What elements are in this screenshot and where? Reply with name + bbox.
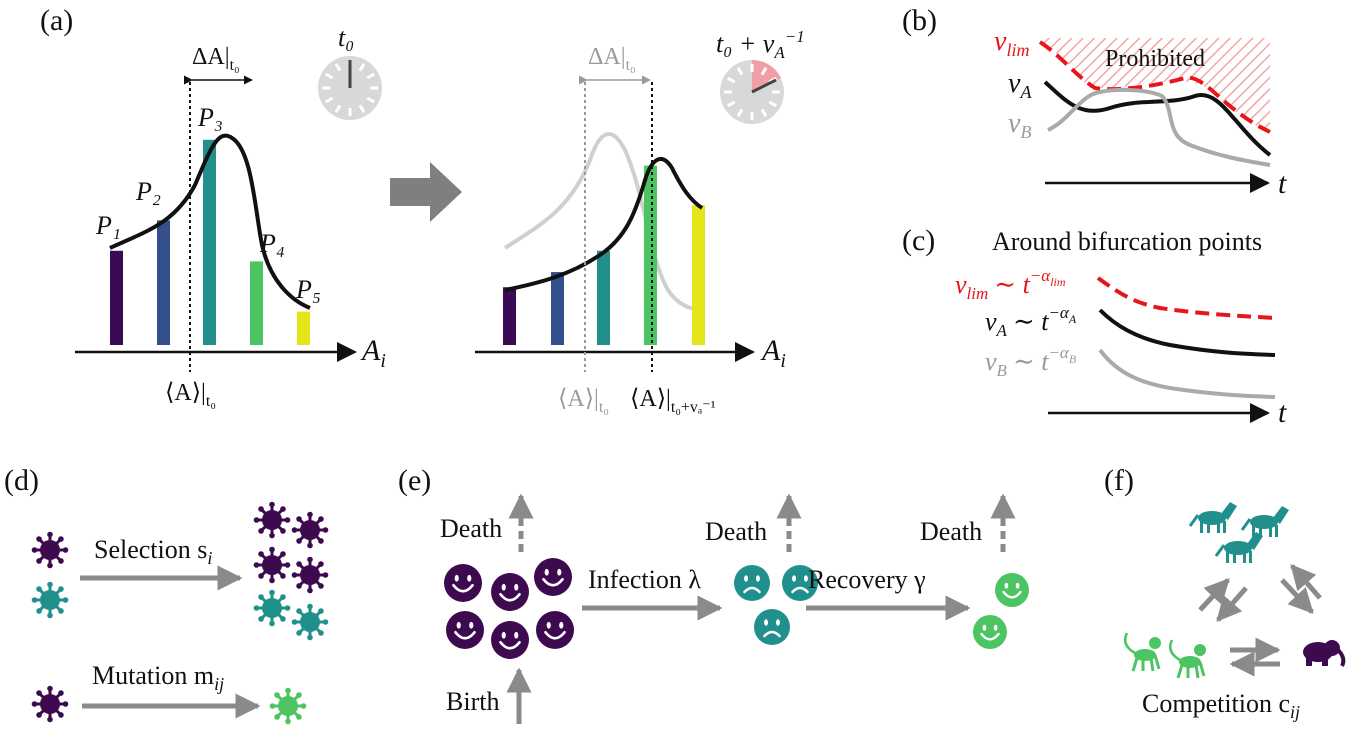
delta-label-right: ΔA|t₀ bbox=[588, 44, 636, 74]
animals-group bbox=[1124, 502, 1346, 679]
p-label-1: P₁ bbox=[95, 211, 121, 240]
panel-label-d: (d) bbox=[4, 464, 39, 497]
va-label-b: vA bbox=[1008, 68, 1032, 102]
panel-label-c: (c) bbox=[902, 224, 935, 257]
mean-label-left: ⟨A⟩|t₀ bbox=[165, 380, 216, 410]
monkey-icon bbox=[1124, 632, 1161, 672]
virus-dark-icon bbox=[31, 531, 69, 569]
recovered-face-icon bbox=[973, 615, 1007, 649]
selection-label: Selection si bbox=[94, 535, 212, 568]
vlim-curve-c bbox=[1096, 276, 1276, 320]
virus-teal-icon bbox=[253, 589, 291, 627]
bars-left-group bbox=[110, 139, 310, 345]
virus-dark-icon bbox=[291, 556, 329, 594]
susceptible-face-icon bbox=[444, 564, 482, 602]
clock-t0-label: t₀ bbox=[338, 23, 354, 52]
virus-dark-icon bbox=[31, 685, 69, 723]
p-label-2: P₂ bbox=[135, 177, 161, 206]
distribution-curve-right bbox=[504, 157, 704, 292]
horse-icon bbox=[1240, 506, 1289, 537]
recovery-label: Recovery γ bbox=[808, 565, 926, 594]
prohibited-label: Prohibited bbox=[1105, 46, 1205, 72]
virus-dark-icon bbox=[291, 511, 329, 549]
p-label-4: P₄ bbox=[259, 229, 285, 258]
virus-teal-icon bbox=[31, 581, 69, 619]
va-curve-c bbox=[1098, 308, 1276, 357]
panel-label-b: (b) bbox=[902, 4, 937, 37]
virus-green-icon bbox=[269, 687, 307, 725]
faces-group bbox=[444, 558, 1029, 659]
bar-left-5 bbox=[297, 311, 310, 345]
vb-label-b: vB bbox=[1008, 108, 1031, 142]
panel-label-f: (f) bbox=[1104, 464, 1134, 497]
infected-face-icon bbox=[782, 565, 818, 601]
virus-dark-icon bbox=[253, 546, 291, 584]
panel-c-title: Around bifurcation points bbox=[992, 227, 1262, 256]
panel-label-e: (e) bbox=[398, 464, 431, 497]
susceptible-face-icon bbox=[534, 558, 572, 596]
virus-group bbox=[31, 501, 329, 725]
monkey-icon bbox=[1169, 639, 1206, 679]
elephant-icon bbox=[1303, 640, 1346, 667]
vb-scaling-c: vB∼ t−αB bbox=[985, 343, 1077, 380]
clock-t0-icon bbox=[318, 56, 382, 120]
vb-curve-c bbox=[1098, 348, 1276, 399]
prohibited-region bbox=[1040, 38, 1270, 132]
va-scaling-c: vA∼ t−αA bbox=[985, 303, 1077, 340]
horse-icon bbox=[1188, 502, 1237, 533]
time-label-b: t bbox=[1278, 167, 1287, 200]
susceptible-face-icon bbox=[446, 611, 484, 649]
axis-label-left: Ai bbox=[360, 334, 386, 372]
clock-t1-label: t₀ + vA−1 bbox=[716, 27, 805, 62]
competition-arrows bbox=[1198, 564, 1322, 677]
bar-right-4 bbox=[644, 165, 657, 345]
bars-right-group bbox=[503, 165, 705, 345]
transition-arrow-icon bbox=[390, 162, 462, 222]
axis-label-right: Ai bbox=[760, 334, 786, 372]
death-label-2: Death bbox=[705, 517, 767, 546]
bar-right-1 bbox=[503, 287, 516, 345]
delta-label-left: ΔA|t₀ bbox=[192, 44, 240, 74]
distribution-curve-left bbox=[109, 133, 311, 310]
vlim-label-b: vlim bbox=[994, 26, 1029, 60]
recovered-face-icon bbox=[995, 573, 1029, 607]
vb-curve-b bbox=[1047, 87, 1271, 167]
virus-teal-icon bbox=[291, 603, 329, 641]
death-label-1: Death bbox=[440, 514, 502, 543]
bar-left-4 bbox=[250, 261, 263, 345]
vlim-curve-b bbox=[1038, 40, 1271, 134]
bar-right-3 bbox=[597, 250, 610, 345]
clock-t1-icon bbox=[720, 59, 784, 124]
birth-label: Birth bbox=[446, 687, 499, 716]
susceptible-face-icon bbox=[491, 621, 529, 659]
susceptible-face-icon bbox=[536, 611, 574, 649]
infection-label: Infection λ bbox=[588, 565, 701, 594]
bar-left-3 bbox=[203, 139, 216, 345]
competition-label: Competition cij bbox=[1142, 689, 1300, 722]
death-label-3: Death bbox=[920, 517, 982, 546]
mean-label-old-right: ⟨A⟩|t₀ bbox=[558, 386, 609, 416]
previous-curve-right bbox=[503, 132, 706, 312]
susceptible-face-icon bbox=[491, 573, 529, 611]
p-label-3: P₃ bbox=[197, 103, 223, 132]
horse-icon bbox=[1214, 532, 1263, 563]
virus-dark-icon bbox=[253, 501, 291, 539]
bar-right-2 bbox=[551, 272, 564, 345]
bar-right-5 bbox=[692, 205, 705, 345]
p-label-5: P₅ bbox=[295, 275, 321, 304]
mean-label-new-right: ⟨A⟩|t₀+vₐ⁻¹ bbox=[630, 386, 716, 416]
infected-face-icon bbox=[754, 609, 790, 645]
panel-label-a: (a) bbox=[40, 4, 73, 37]
infected-face-icon bbox=[734, 565, 770, 601]
bar-left-1 bbox=[110, 250, 123, 345]
bar-left-2 bbox=[157, 220, 170, 345]
time-label-c: t bbox=[1278, 396, 1287, 429]
vlim-scaling-c: vlim∼ t−αlim bbox=[955, 266, 1066, 303]
mutation-label: Mutation mij bbox=[92, 661, 224, 694]
